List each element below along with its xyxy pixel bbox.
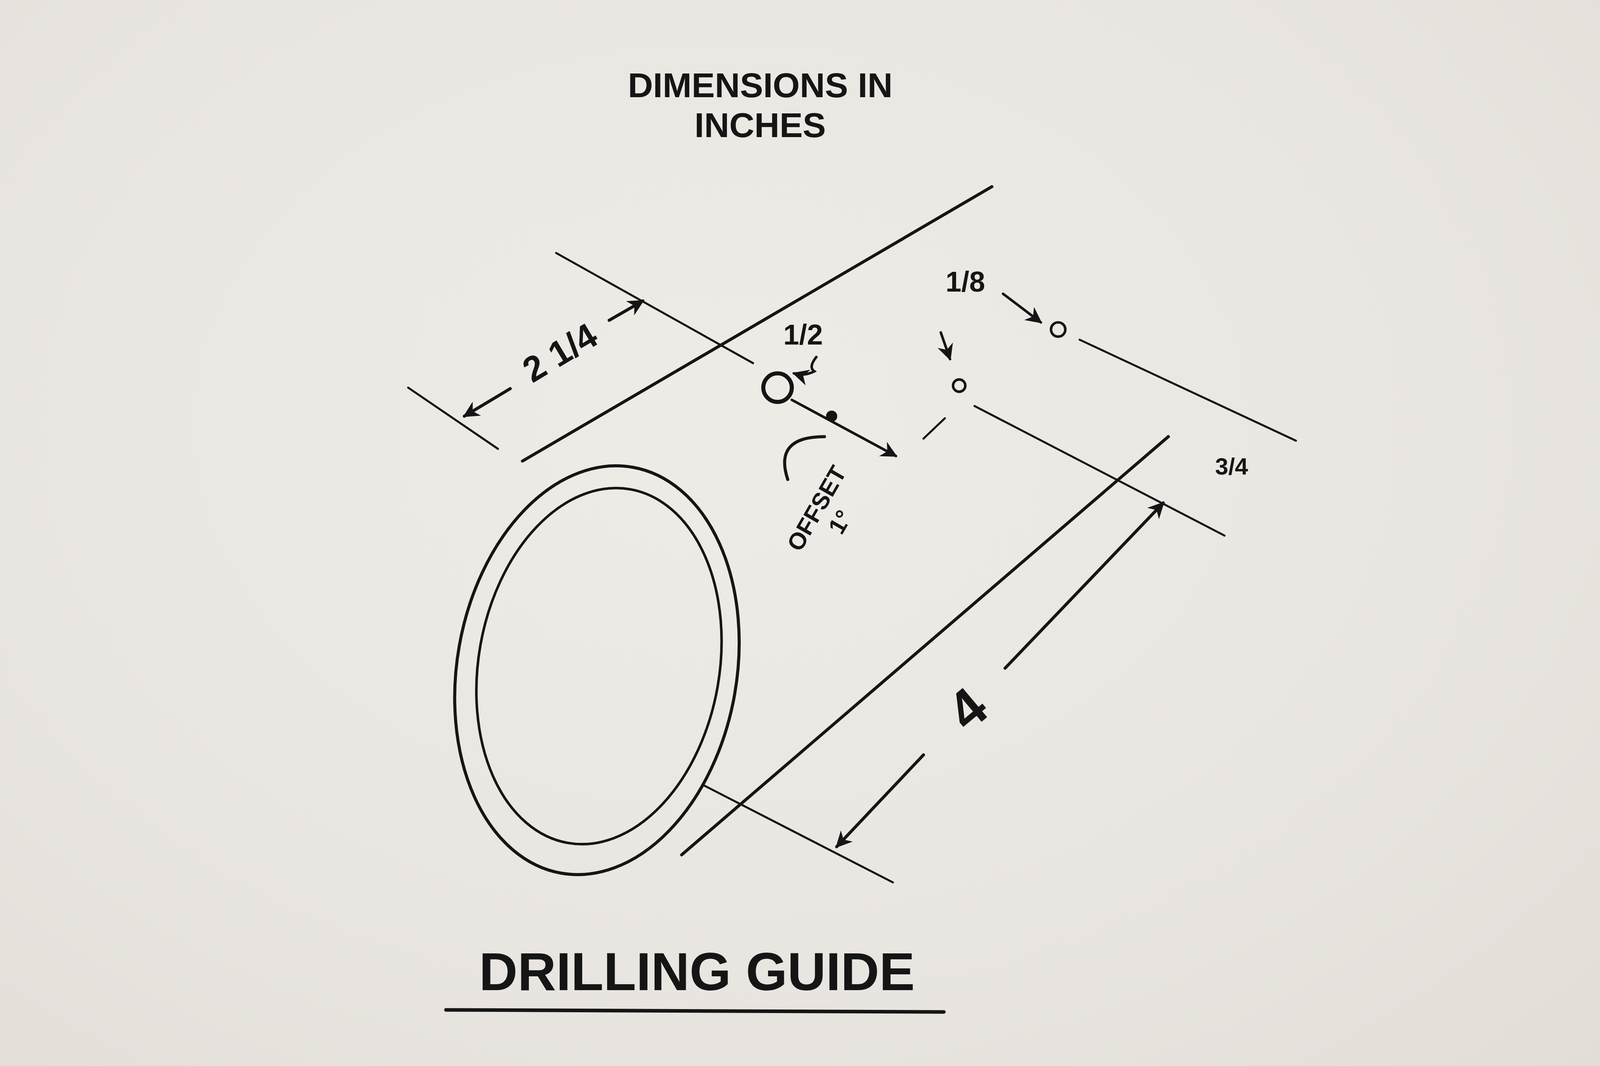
title: DIMENSIONS IN INCHES: [572, 65, 948, 146]
tube-top-edge: [522, 186, 993, 462]
hole-size-label: 1/8: [945, 265, 985, 299]
hole-small: [952, 379, 966, 392]
dimension-arrow: [836, 755, 924, 848]
dimension-label: 3/4: [1215, 452, 1248, 480]
hole-size-label: 1/2: [783, 318, 823, 351]
tube-bottom-edge: [681, 436, 1169, 856]
extension-line: [703, 785, 893, 883]
tube-inner-rim: [449, 468, 750, 865]
offset-arc: [784, 436, 825, 480]
extension-line: [923, 418, 945, 440]
dimension-label: 4: [935, 675, 1000, 744]
dimension-label: 2 1/4: [515, 315, 605, 391]
center-dot: [827, 412, 836, 421]
dimension-arrow: [464, 388, 511, 417]
dimension-arrow: [1005, 503, 1164, 669]
dimension-arrow: [609, 301, 643, 321]
tube-outer-rim: [423, 443, 771, 898]
leader-arrow: [940, 332, 950, 360]
extension-line: [408, 387, 499, 450]
offset-label: OFFSET 1°: [781, 461, 876, 570]
offset-arrow: [791, 400, 896, 457]
caption: DRILLING GUIDE: [479, 941, 915, 1004]
caption-underline: [445, 1010, 944, 1013]
leader-arrow: [1003, 294, 1042, 323]
extension-line: [1079, 339, 1296, 442]
extension-line: [974, 406, 1225, 536]
hole-small: [1050, 322, 1066, 337]
hole-large: [763, 373, 792, 402]
leader-arrow: [794, 357, 817, 375]
